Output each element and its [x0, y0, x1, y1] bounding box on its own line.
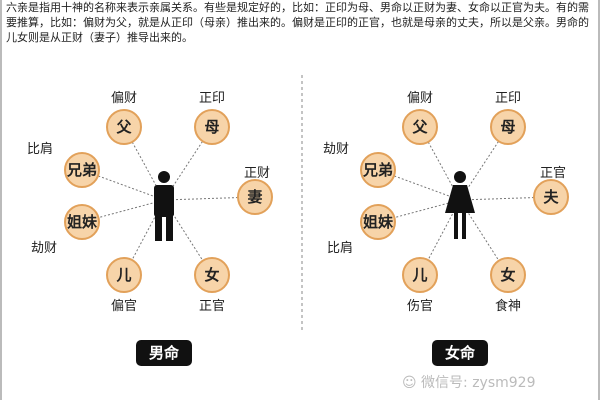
relative-node: 儿	[106, 257, 142, 293]
relative-name: 姐妹	[363, 213, 394, 231]
relative-node: 兄弟	[360, 152, 396, 188]
node-circle	[402, 257, 438, 293]
relative-name: 女	[204, 266, 219, 284]
ten-god-label: 伤官	[407, 298, 433, 314]
relative-name: 儿	[115, 266, 131, 284]
relative-node: 儿	[402, 257, 438, 293]
relative-name: 妻	[247, 188, 262, 206]
man-icon	[154, 171, 174, 241]
relative-name: 母	[204, 118, 219, 136]
node-circle	[106, 109, 142, 145]
node-circle	[402, 109, 438, 145]
ten-god-label: 比肩	[27, 141, 53, 157]
ten-god-label: 劫财	[31, 241, 57, 256]
relative-name: 儿	[411, 266, 427, 284]
ten-god-label: 食神	[495, 298, 521, 314]
node-circle	[194, 257, 230, 293]
node-circle	[64, 152, 100, 188]
node-circle	[237, 179, 273, 215]
watermark: ☺ 微信号: zysm929	[402, 372, 536, 392]
relative-node: 父	[106, 109, 142, 145]
relative-node: 夫	[533, 179, 569, 215]
ten-god-label: 偏财	[111, 91, 137, 106]
watermark-text: 微信号: zysm929	[421, 375, 536, 391]
relative-node: 女	[194, 257, 230, 293]
chart-title-badge: 男命	[136, 340, 192, 366]
node-circle	[106, 257, 142, 293]
relative-name: 兄弟	[362, 161, 393, 179]
node-circle	[490, 257, 526, 293]
ten-god-label: 正官	[199, 298, 225, 314]
relative-name: 姐妹	[67, 213, 98, 231]
relative-name: 父	[411, 118, 428, 136]
relative-node: 母	[490, 109, 526, 145]
connector-line	[163, 199, 213, 276]
ten-god-label: 正官	[540, 165, 566, 181]
relative-name: 兄弟	[66, 161, 97, 179]
chart-title-badge: 女命	[432, 340, 488, 366]
relative-node: 姐妹	[360, 204, 396, 240]
wechat-icon: ☺	[402, 375, 422, 391]
ten-god-label: 正印	[199, 91, 225, 106]
ten-god-label: 偏财	[407, 91, 433, 106]
badge-text: 女命	[445, 344, 476, 362]
relative-node: 妻	[237, 179, 273, 215]
relative-name: 母	[500, 118, 515, 136]
woman-icon	[445, 171, 475, 239]
ten-god-label: 正印	[495, 91, 521, 106]
connector-line	[459, 199, 509, 276]
node-circle	[64, 204, 100, 240]
relative-name: 夫	[543, 188, 559, 206]
relative-node: 母	[194, 109, 230, 145]
ten-god-label: 劫财	[323, 142, 349, 157]
ten-god-label: 偏官	[111, 298, 137, 314]
ten-god-label: 比肩	[327, 240, 353, 256]
relative-node: 姐妹	[64, 204, 100, 240]
node-circle	[194, 109, 230, 145]
relative-name: 父	[115, 118, 132, 136]
node-circle	[360, 152, 396, 188]
node-circle	[490, 109, 526, 145]
badge-text: 男命	[149, 344, 180, 362]
node-circle	[533, 179, 569, 215]
relative-node: 兄弟	[64, 152, 100, 188]
relative-name: 女	[500, 266, 515, 284]
ten-god-label: 正财	[244, 166, 270, 181]
connector-line	[459, 196, 552, 201]
relative-node: 女	[490, 257, 526, 293]
connector-line	[163, 196, 256, 201]
relative-node: 父	[402, 109, 438, 145]
node-circle	[360, 204, 396, 240]
intro-text: 六亲是指用十神的名称来表示亲属关系。有些是规定好的，比如：正印为母、男命以正财为…	[6, 1, 589, 44]
